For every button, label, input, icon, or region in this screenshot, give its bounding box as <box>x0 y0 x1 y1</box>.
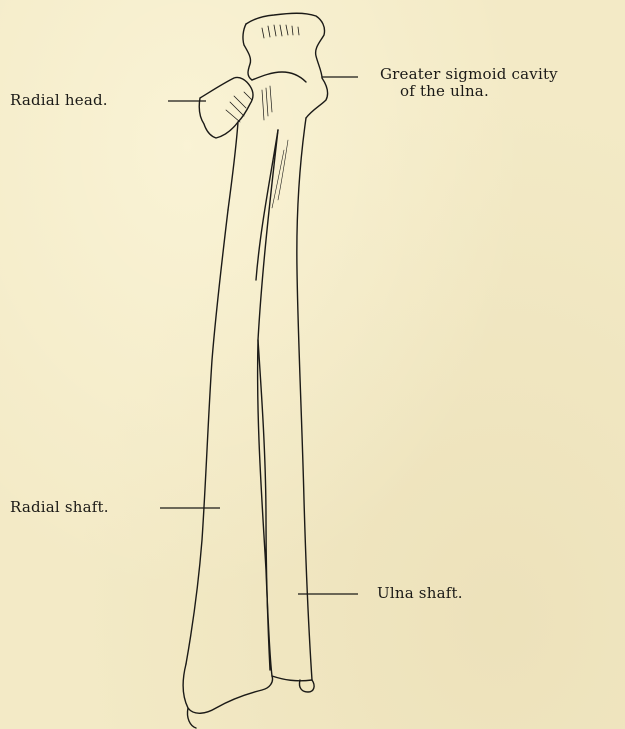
radius-interosseous <box>258 340 270 670</box>
ulna-olecranon-left <box>243 24 252 80</box>
ulna-shaft-inner <box>258 130 278 676</box>
radius-distal <box>183 664 272 713</box>
sigmoid-line1-text: Greater sigmoid cavity <box>380 66 558 83</box>
ulna-shaft-outer <box>297 118 312 680</box>
ulna-styloid <box>299 680 314 692</box>
radial-head-outline <box>199 77 253 138</box>
label-ulna-shaft: Ulna shaft. <box>377 585 463 602</box>
label-radial-head: Radial head. <box>10 92 108 109</box>
radius-shaft-left <box>186 210 228 664</box>
ulna-shaft-text: Ulna shaft. <box>377 584 463 602</box>
label-sigmoid-cavity: Greater sigmoid cavity of the ulna. <box>380 66 558 100</box>
ulna-distal <box>272 676 312 681</box>
radius-shaft-right <box>256 130 278 280</box>
radial-shaft-text: Radial shaft. <box>10 498 109 516</box>
ulna-sigmoid-notch <box>252 72 306 82</box>
radius-neck-left <box>228 122 238 210</box>
radial-head-text: Radial head. <box>10 91 108 109</box>
label-radial-shaft: Radial shaft. <box>10 499 109 516</box>
sigmoid-line2-text: of the ulna. <box>380 83 558 100</box>
